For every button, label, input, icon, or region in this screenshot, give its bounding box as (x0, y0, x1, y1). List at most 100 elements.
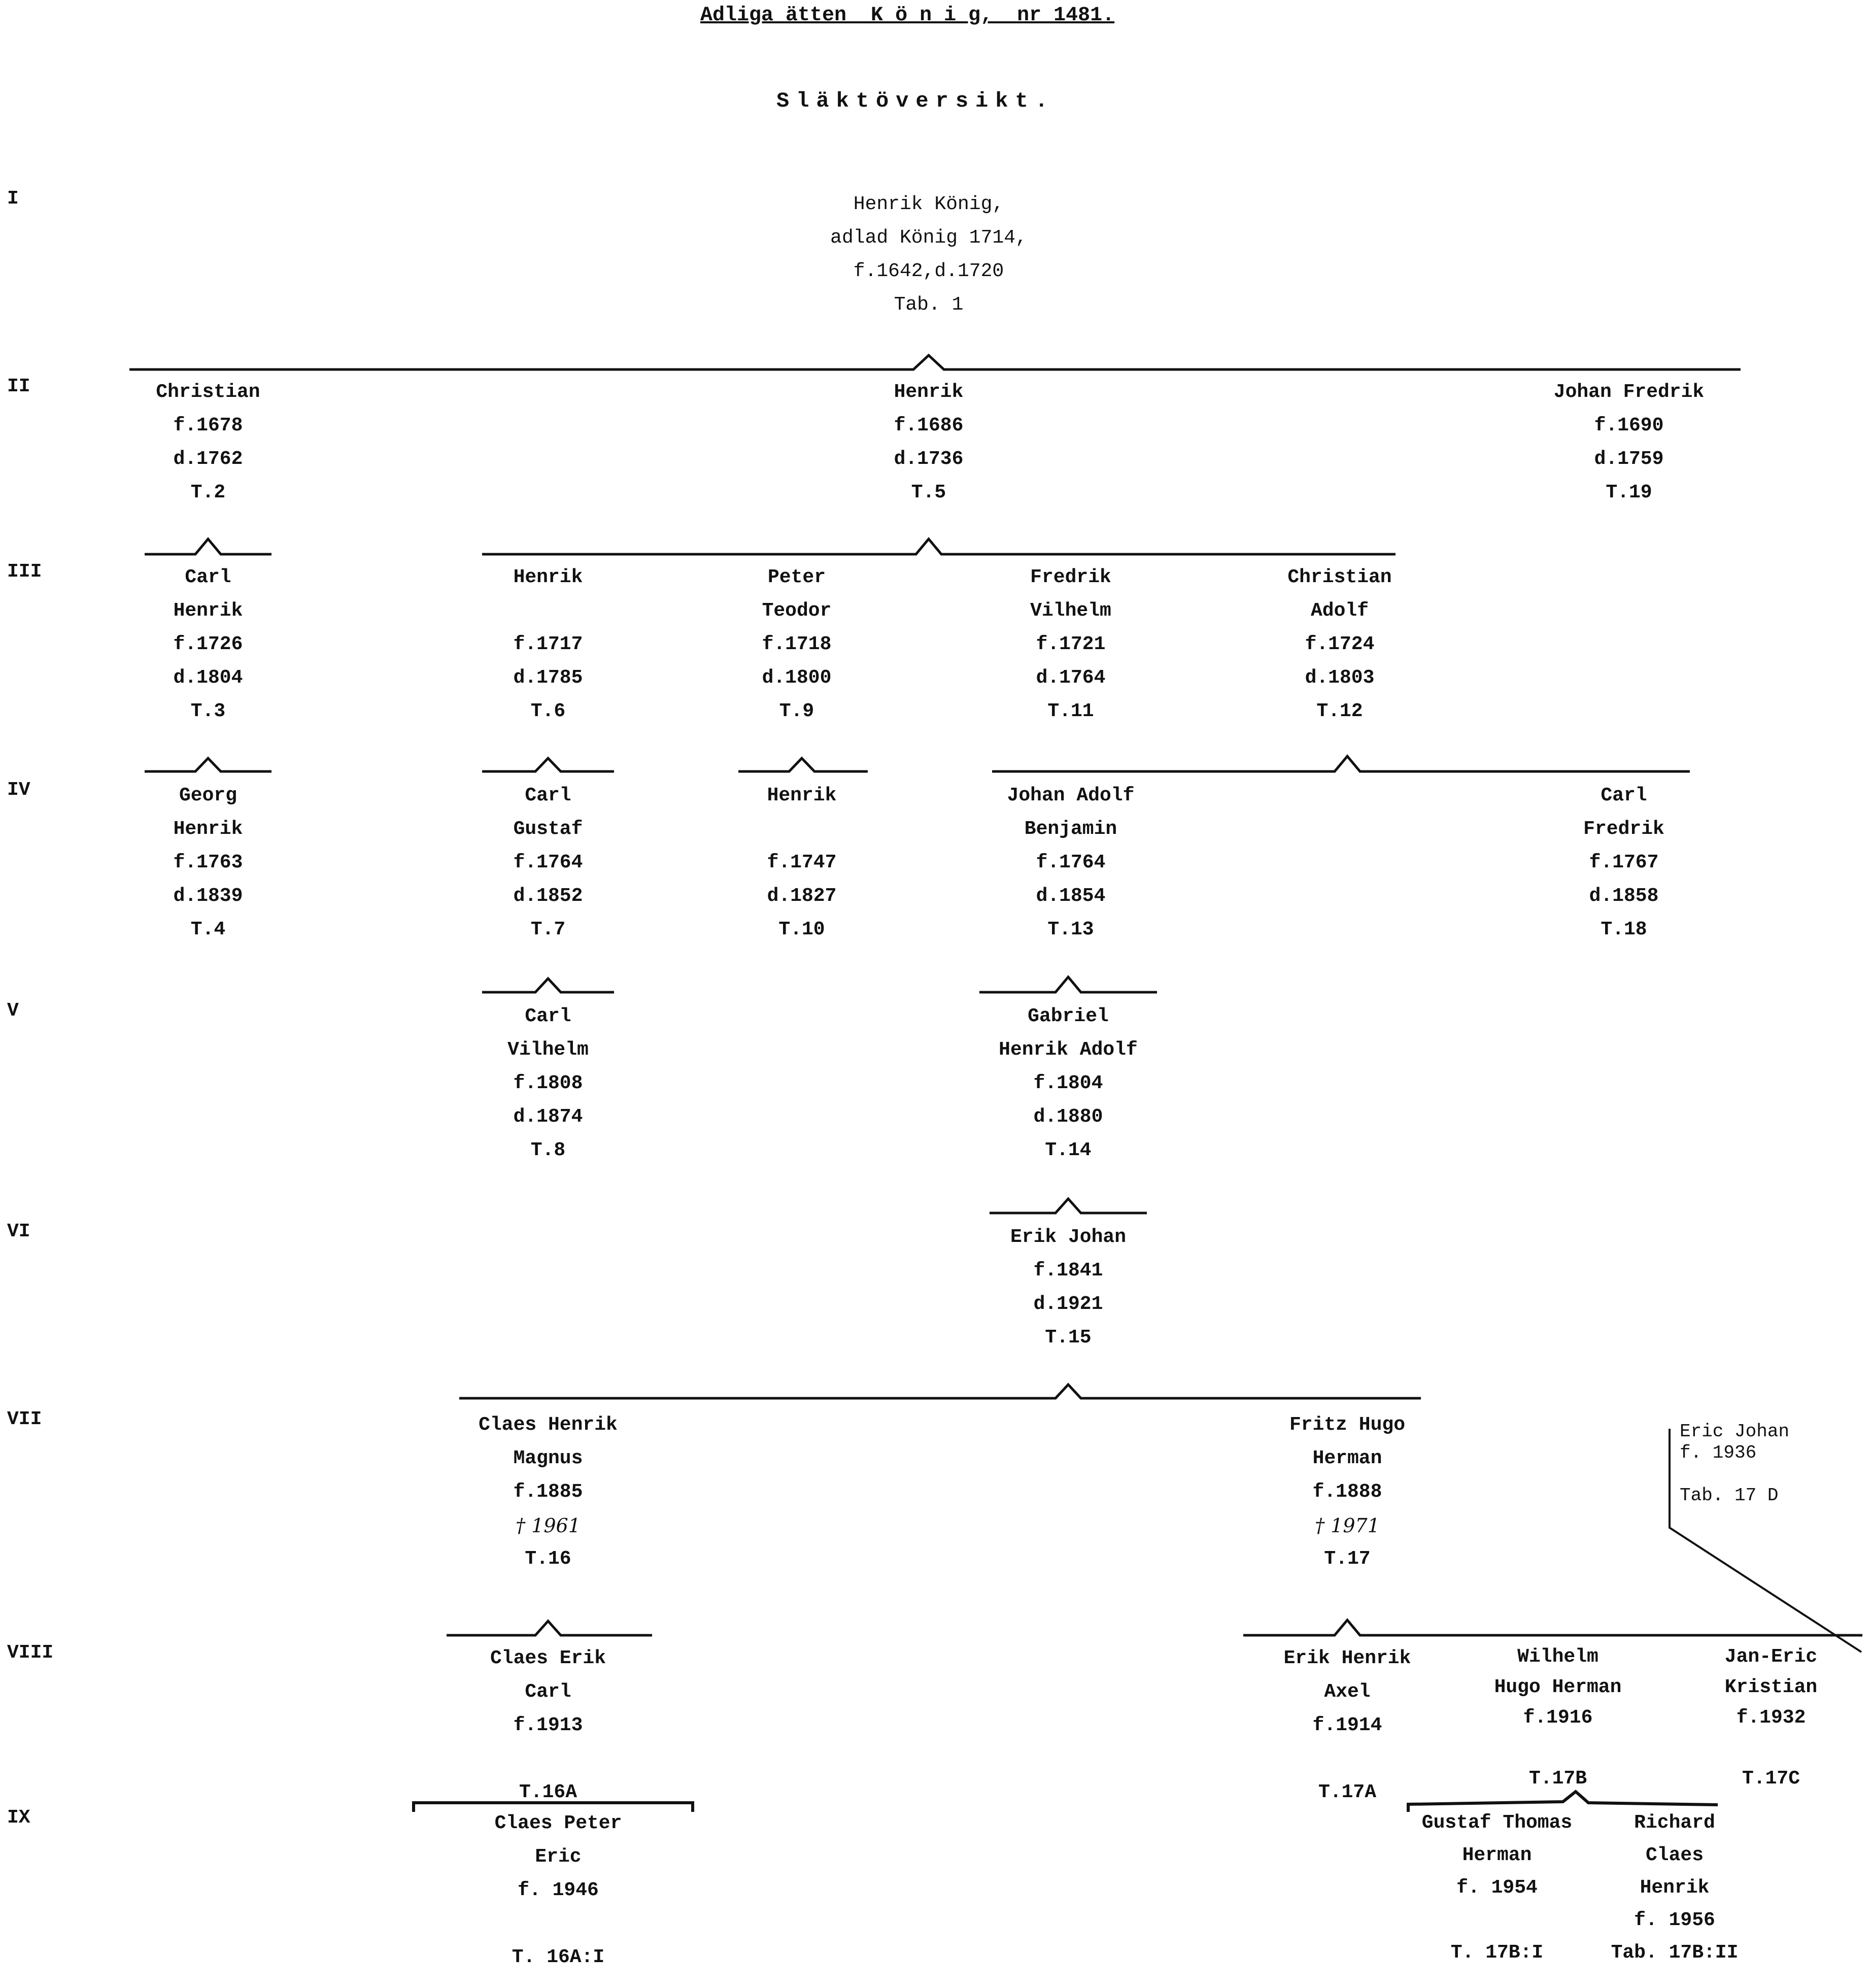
connector-line (482, 976, 614, 994)
person-node-line: Tab. 17B:II (1611, 1942, 1739, 1964)
connector-line (979, 975, 1157, 994)
person-node-line: d.1803 (1305, 667, 1375, 689)
person-node-line: Carl (525, 785, 571, 806)
person-node-line: Johan Fredrik (1553, 381, 1705, 403)
person-node-line: f.1718 (762, 633, 832, 655)
person-node-line: Gustaf (513, 818, 583, 840)
connector-line (1243, 1618, 1862, 1637)
person-node-line: f.1717 (513, 633, 583, 655)
person-node-line: f.1888 (1312, 1481, 1382, 1503)
person-node-line: Kristian (1724, 1676, 1818, 1698)
person-node-line: T.12 (1316, 700, 1363, 722)
person-node-line: f.1690 (1594, 415, 1664, 436)
person-node-line: T.5 (911, 482, 946, 503)
person-node-line: Fritz Hugo (1289, 1414, 1406, 1436)
person-node-line: T.2 (190, 482, 226, 503)
person-node-line: Claes Henrik (479, 1414, 618, 1436)
person-node-line: Henrik (513, 566, 583, 588)
person-node-line: Vilhelm (1030, 600, 1111, 622)
person-node-line: T.6 (530, 700, 566, 722)
side-note-line: f. 1936 (1680, 1442, 1757, 1463)
person-node-line: d.1759 (1594, 448, 1664, 470)
connector-line (1407, 1790, 1718, 1812)
person-node-line: d.1762 (173, 448, 243, 470)
person-node-line: Henrik (173, 818, 243, 840)
person-node-line: d.1854 (1036, 885, 1106, 907)
person-node-line: f.1721 (1036, 633, 1106, 655)
generation-label: IX (7, 1807, 30, 1829)
generation-label: VII (7, 1408, 42, 1430)
person-node-line: f. 1954 (1456, 1877, 1538, 1899)
person-node-line: f.1642,d.1720 (853, 260, 1004, 282)
person-node-line: d.1804 (173, 667, 243, 689)
person-node-line: Gabriel (1028, 1005, 1109, 1027)
person-node-line: Henrik (173, 600, 243, 622)
person-node-line: f.1764 (513, 852, 583, 873)
generation-label: I (7, 188, 19, 210)
page-subtitle: Släktöversikt. (776, 89, 1055, 113)
person-node-line: T.9 (779, 700, 814, 722)
person-node-line: Claes Erik (490, 1647, 606, 1669)
person-node-line: T.13 (1047, 919, 1094, 940)
person-node-line: f. 1956 (1634, 1909, 1715, 1931)
person-node-line: T.18 (1601, 919, 1647, 940)
person-node-line: Claes Peter (494, 1812, 622, 1834)
person-node-line: Carl (185, 566, 231, 588)
person-node-line: Axel (1324, 1681, 1371, 1703)
connector-line (447, 1619, 652, 1637)
person-node-line: f.1678 (173, 415, 243, 436)
person-node-line: f.1726 (173, 633, 243, 655)
person-node-line: T.16A (519, 1781, 577, 1803)
person-node-line: adlad König 1714, (830, 227, 1027, 249)
person-node-line: Herman (1312, 1447, 1382, 1469)
person-node-line: Richard (1634, 1812, 1715, 1834)
connector-line (129, 353, 1741, 371)
person-node-line: f.1763 (173, 852, 243, 873)
person-node-line: Wilhelm (1517, 1646, 1598, 1668)
person-node-line: d.1827 (767, 885, 837, 907)
person-node-line: Jan-Eric (1724, 1646, 1818, 1668)
person-node-line: Henrik (894, 381, 964, 403)
person-node-line: T.15 (1045, 1327, 1092, 1349)
person-node-line: T.17 (1324, 1548, 1371, 1570)
person-node-line: Gustaf Thomas (1421, 1812, 1573, 1834)
connector-line (990, 1197, 1147, 1215)
person-node-line: Henrik Adolf (999, 1039, 1138, 1061)
person-node-line: Eric (535, 1846, 582, 1868)
connector-line (992, 754, 1690, 773)
person-node-line: Erik Henrik (1283, 1647, 1411, 1669)
person-node-line: Christian (156, 381, 260, 403)
connector-line (1669, 1429, 1862, 1653)
person-node-line: f.1804 (1033, 1072, 1103, 1094)
person-node-line: f.1808 (513, 1072, 583, 1094)
person-node-line: T.17C (1742, 1768, 1800, 1790)
person-node-line: Carl (525, 1681, 571, 1703)
person-node-line: d.1785 (513, 667, 583, 689)
person-node-line: f.1932 (1736, 1707, 1806, 1729)
person-node-line: T.11 (1047, 700, 1094, 722)
connector-line (412, 1801, 694, 1812)
generation-label: VIII (7, 1642, 54, 1664)
generation-label: VI (7, 1221, 30, 1242)
person-node-line: † 1971 (1315, 1514, 1380, 1537)
person-node-line: f.1724 (1305, 633, 1375, 655)
person-node-line: f.1913 (513, 1714, 583, 1736)
connector-line (738, 756, 868, 773)
